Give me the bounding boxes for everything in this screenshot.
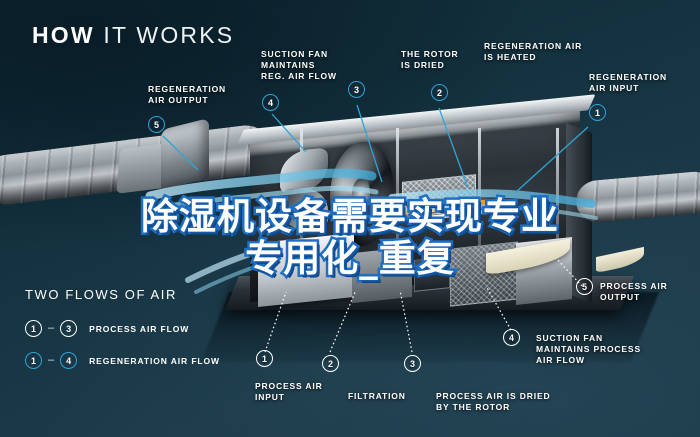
legend-row-process-air-flow: 1 – 3 PROCESS AIR FLOW — [25, 320, 189, 337]
overlay-headline-line-2: 专用化_重复 — [243, 235, 457, 283]
callout-number-1-regeneration[interactable]: 1 — [589, 104, 606, 121]
page-title-bold: HOW — [32, 22, 95, 48]
callout-label-process-air-dried: PROCESS AIR IS DRIED BY THE ROTOR — [436, 391, 551, 412]
legend-number-to: 3 — [60, 320, 78, 337]
legend-number-from: 1 — [25, 320, 42, 337]
callout-label-regeneration-air-heated: REGENERATION AIR IS HEATED — [484, 41, 583, 62]
callout-number-1-process[interactable]: 1 — [256, 350, 273, 367]
callout-number-4-regeneration[interactable]: 4 — [262, 94, 279, 111]
callout-label-regeneration-air-input: REGENERATION AIR INPUT — [589, 72, 668, 93]
callout-number-5-process[interactable]: 5 — [576, 278, 593, 295]
legend-title: TWO FLOWS OF AIR — [25, 287, 177, 302]
callout-label-suction-fan-process: SUCTION FAN MAINTAINS PROCESS AIR FLOW — [536, 333, 641, 365]
legend-row-regeneration-air-flow: 1 – 4 REGENERATION AIR FLOW — [25, 352, 220, 369]
legend-number-to: 4 — [60, 352, 78, 369]
callout-label-suction-fan-reg: SUCTION FAN MAINTAINS REG. AIR FLOW — [261, 49, 337, 81]
callout-number-2-regeneration[interactable]: 2 — [431, 84, 448, 101]
callout-number-2-process[interactable]: 2 — [322, 355, 339, 372]
legend-number-from: 1 — [25, 352, 42, 369]
page-title: HOW IT WORKS — [32, 22, 234, 49]
callout-label-filtration: FILTRATION — [348, 391, 406, 401]
callout-number-3-regeneration[interactable]: 3 — [348, 81, 365, 98]
callout-label-rotor-is-dried: THE ROTOR IS DRIED — [401, 49, 459, 70]
overlay-headline-line-1: 除湿机设备需要实现专业 — [139, 193, 561, 241]
callout-label-regeneration-air-output: REGENERATION AIR OUTPUT — [148, 84, 227, 105]
duct-elbow-upper — [161, 118, 209, 190]
legend-dash: – — [48, 322, 55, 334]
callout-label-process-air-input: PROCESS AIR INPUT — [255, 381, 323, 402]
callout-label-process-air-output: PROCESS AIR OUTPUT — [600, 281, 668, 302]
callout-number-3-process[interactable]: 3 — [404, 355, 421, 372]
legend-dash: – — [48, 354, 55, 366]
legend-label: REGENERATION AIR FLOW — [89, 355, 220, 366]
page-title-light: IT WORKS — [103, 22, 235, 48]
callout-number-5-regeneration[interactable]: 5 — [148, 116, 165, 133]
callout-number-4-process[interactable]: 4 — [503, 329, 520, 346]
legend-label: PROCESS AIR FLOW — [89, 323, 190, 334]
